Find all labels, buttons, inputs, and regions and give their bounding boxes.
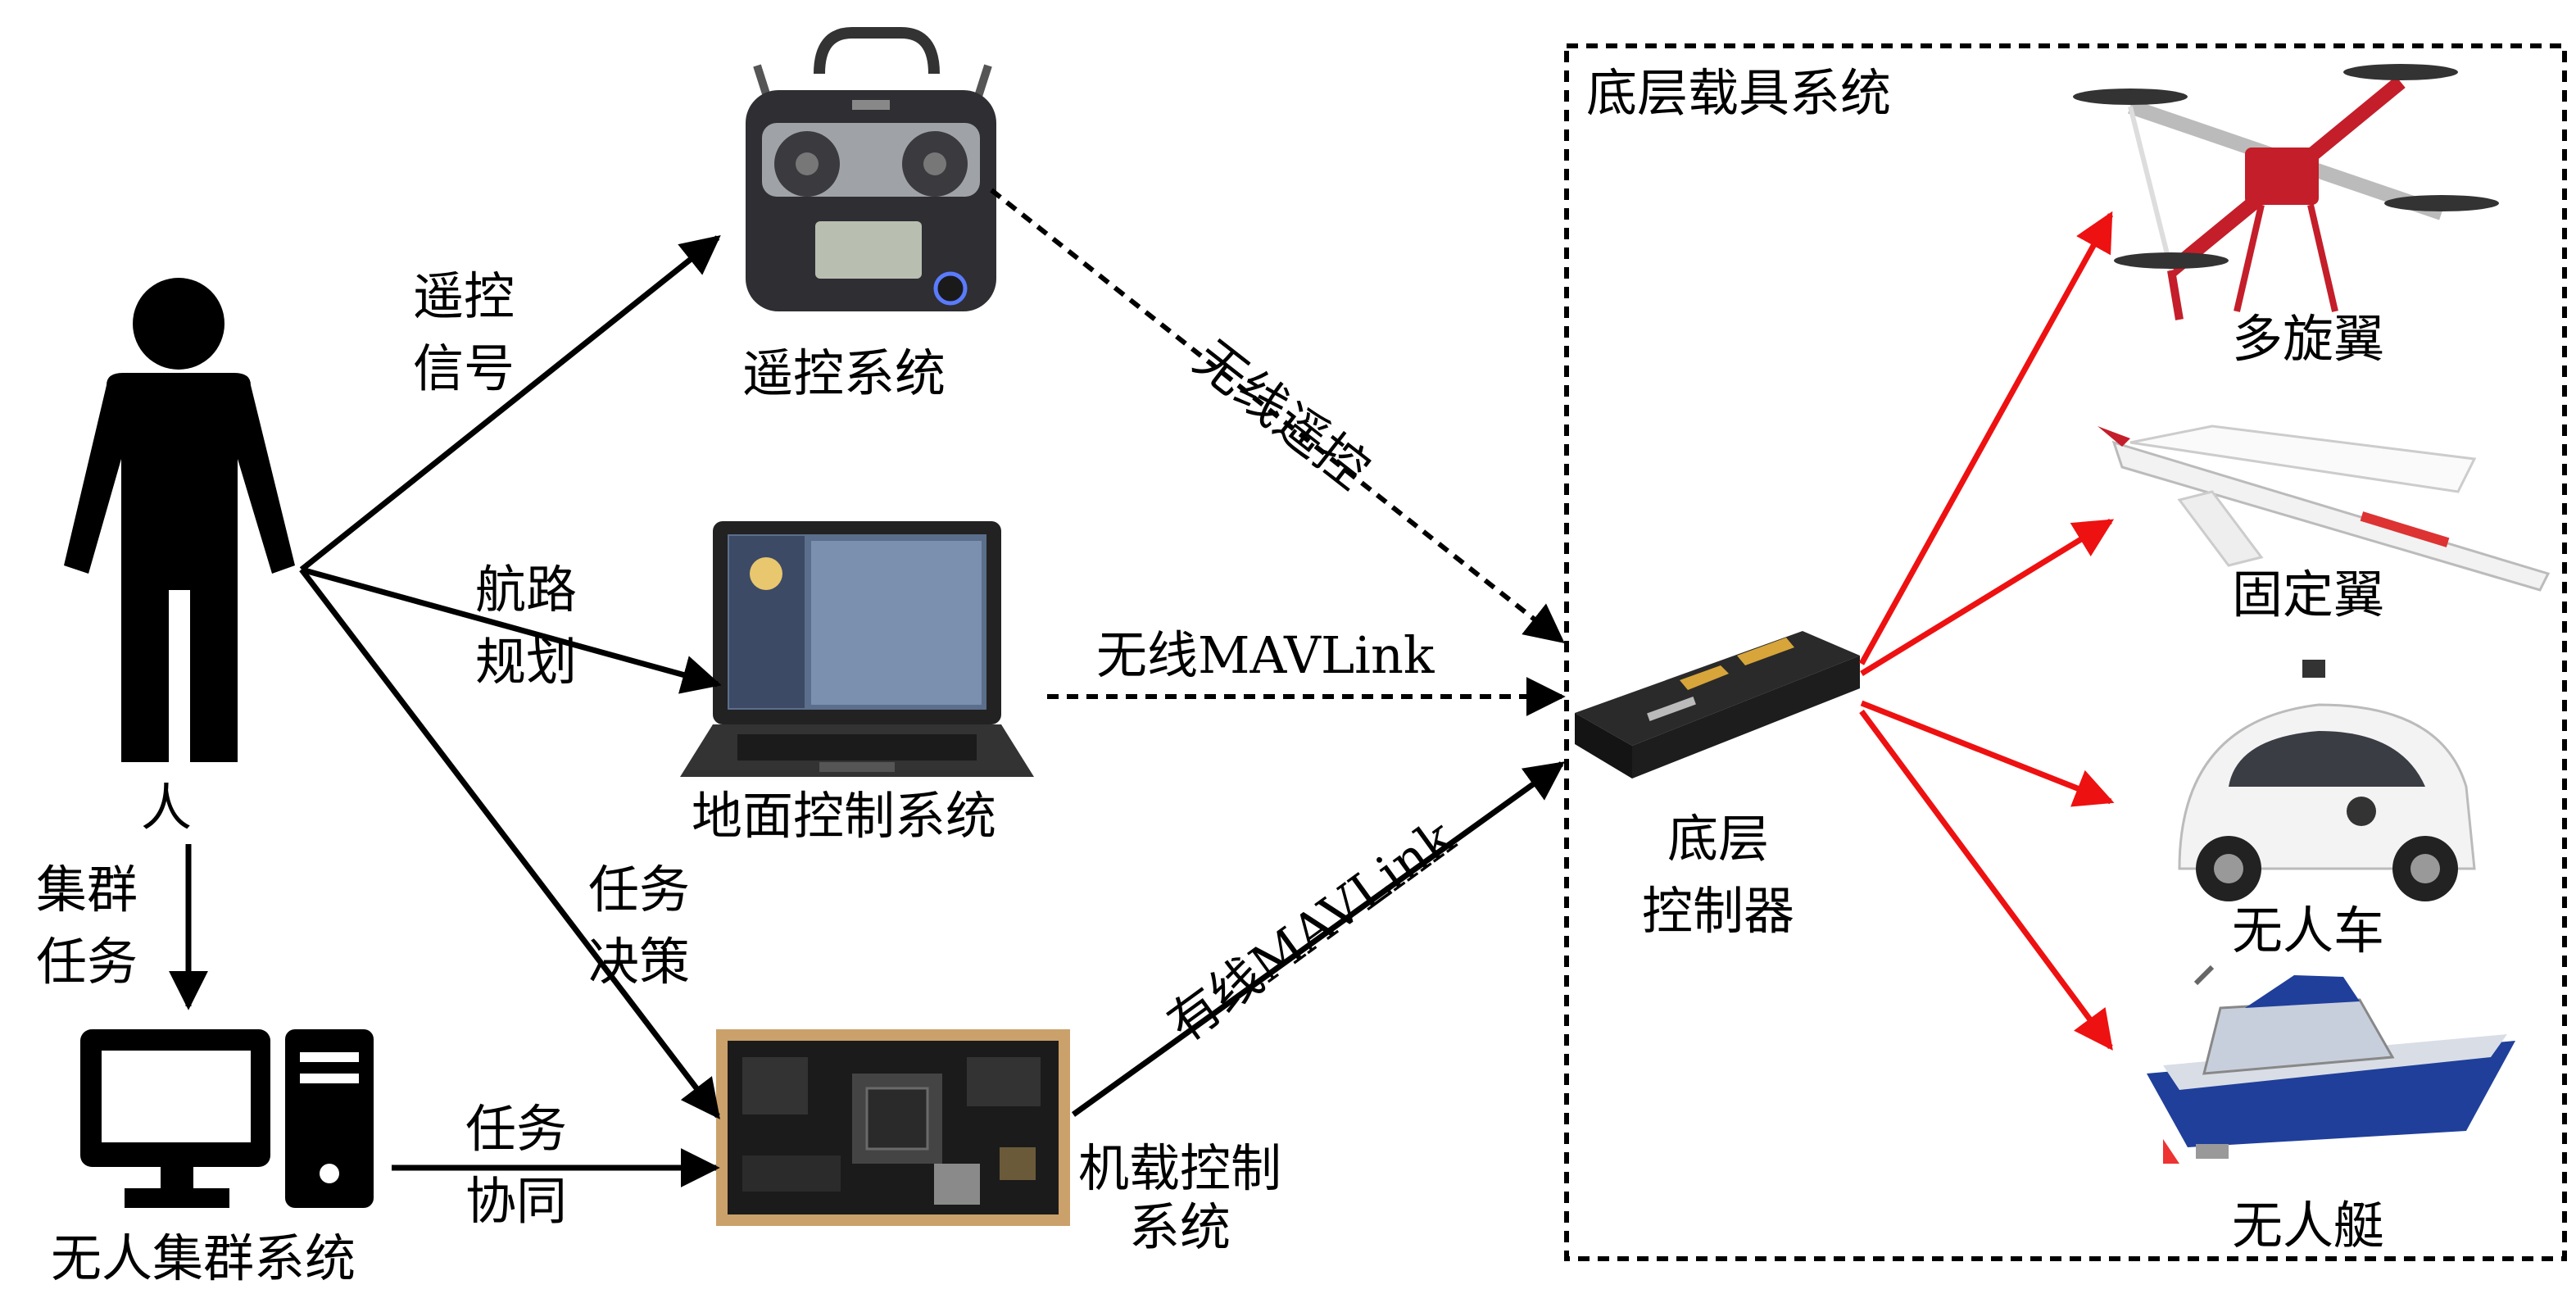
nvidia-board-icon [716, 1029, 1070, 1226]
edge-rc-signal-arrow [299, 235, 721, 572]
node-person-label: 人 [141, 778, 193, 838]
edge-to-usv-arrow [1859, 709, 2113, 1051]
edge-to-multirotor-arrow [1858, 211, 2114, 665]
edge-wireless-mavlink-label: 无线MAVLink [1096, 625, 1435, 685]
node-usv-label: 无人艇 [2232, 1196, 2385, 1255]
person-silhouette-icon [64, 278, 295, 762]
vehicle-system-frame [1564, 43, 2567, 1261]
edge-to-fixedwing-arrow [1860, 519, 2115, 676]
boat-icon [2147, 965, 2515, 1164]
node-low-controller-label: 底层 控制器 [1642, 809, 1795, 941]
flight-controller-icon [1575, 631, 1860, 779]
node-swarm-label: 无人集群系统 [51, 1228, 356, 1288]
edge-rc-signal-label: 遥控 信号 [413, 266, 515, 398]
fixed-wing-plane-icon [2098, 424, 2551, 592]
node-gcs-label: 地面控制系统 [692, 786, 997, 846]
quadcopter-icon [2073, 64, 2499, 320]
node-rc-system-label: 遥控系统 [742, 343, 946, 403]
edge-to-ugv-arrow [1860, 700, 2115, 807]
edge-task-coop-label: 任务 协同 [465, 1099, 568, 1231]
edge-task-decision-label: 任务 决策 [588, 860, 691, 992]
edge-route-planning-label: 航路 规划 [475, 560, 578, 692]
node-ugv-label: 无人车 [2232, 901, 2385, 960]
edge-wireless-rc-arrow [990, 188, 1565, 643]
node-multirotor-label: 多旋翼 [2232, 309, 2385, 369]
desktop-computer-icon [80, 1029, 374, 1208]
node-fixed-wing-label: 固定翼 [2232, 565, 2385, 624]
node-onboard-label: 机载控制 系统 [1078, 1138, 1282, 1257]
driverless-car-icon [2178, 660, 2476, 901]
edge-wired-mavlink-arrow [1071, 761, 1565, 1117]
rc-transmitter-icon [746, 27, 996, 311]
edge-swarm-task-label: 集群 任务 [36, 860, 138, 992]
vehicle-system-title: 底层载具系统 [1586, 63, 1892, 123]
edge-task-decision-arrow [299, 567, 720, 1119]
laptop-icon [680, 521, 1034, 777]
edge-route-planning-arrow [301, 566, 722, 694]
